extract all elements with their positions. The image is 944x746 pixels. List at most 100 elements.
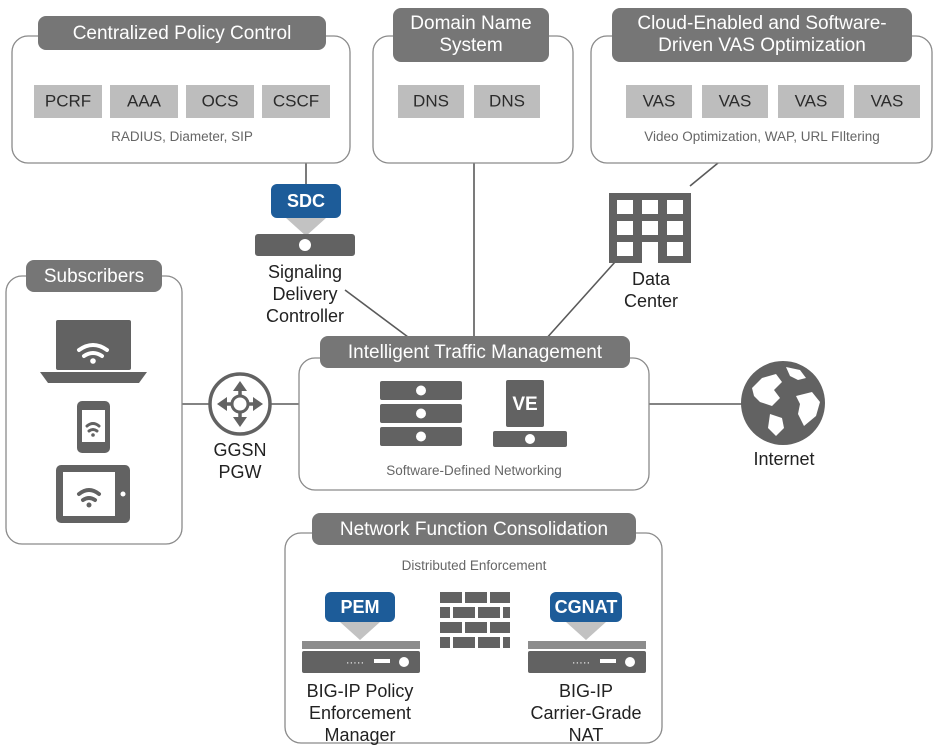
policy-chip-label: PCRF	[45, 91, 91, 110]
vas-title-line1: Cloud-Enabled and Software-	[637, 13, 886, 34]
sdc-pointer	[286, 218, 326, 236]
cgnat-device: CGNAT ····· BIG-IP Carrier-Grade NAT	[528, 592, 646, 745]
dns-title-line2: System	[439, 35, 502, 56]
policy-chip	[34, 85, 102, 118]
vas-chip-label: VAS	[795, 91, 828, 110]
policy-control-panel: Centralized Policy Control PCRF AAA OCS …	[11, 16, 351, 164]
ve-label: VE	[512, 394, 537, 415]
internet-node: Internet	[741, 361, 825, 469]
sdc-label-line: Signaling	[268, 262, 342, 282]
cgnat-pointer	[566, 622, 606, 640]
pem-badge	[325, 592, 395, 622]
dns-panel: Domain Name System DNS DNS	[372, 8, 574, 164]
pem-badge-label: PEM	[340, 597, 379, 617]
pem-label-line: Manager	[324, 725, 395, 745]
connector-datacenter-itm	[544, 261, 616, 341]
nfc-header	[312, 513, 636, 545]
vas-chip-label: VAS	[871, 91, 904, 110]
datacenter-window	[667, 242, 683, 256]
connector-sdc-itm	[344, 289, 413, 341]
cgnat-appliance-light	[625, 657, 635, 667]
dns-title-line1: Domain Name	[410, 13, 531, 34]
itm-title: Intelligent Traffic Management	[348, 342, 603, 363]
ggsn-node: GGSN PGW	[208, 372, 272, 482]
cgnat-appliance-dots: ·····	[572, 657, 590, 669]
globe-icon	[741, 361, 825, 445]
datacenter-window	[667, 200, 683, 214]
pem-appliance-icon	[302, 651, 420, 673]
pem-appliance-top	[302, 641, 420, 649]
itm-subtitle: Software-Defined Networking	[386, 463, 562, 478]
connectors	[182, 162, 742, 405]
itm-header	[320, 336, 630, 368]
datacenter-window	[617, 221, 633, 235]
datacenter-window	[642, 221, 658, 235]
dns-chip-label: DNS	[413, 91, 449, 110]
phone-icon	[77, 401, 110, 453]
datacenter-window	[617, 200, 633, 214]
firewall-icon	[440, 592, 510, 648]
datacenter-label-line: Center	[624, 291, 678, 311]
pem-appliance-dots: ·····	[346, 657, 364, 669]
vas-subtitle: Video Optimization, WAP, URL FIltering	[644, 129, 880, 144]
policy-chip	[110, 85, 178, 118]
policy-chip	[262, 85, 330, 118]
cgnat-appliance-icon	[528, 651, 646, 673]
vas-chip	[778, 85, 844, 118]
itm-panel: Intelligent Traffic Management VE Softwa…	[298, 336, 650, 491]
pem-appliance-slot	[374, 659, 390, 663]
datacenter-node: Data Center	[609, 193, 691, 311]
vas-chip	[626, 85, 692, 118]
dns-header	[393, 8, 549, 62]
cgnat-appliance-slot	[600, 659, 616, 663]
sdc-badge	[271, 184, 341, 218]
datacenter-window	[667, 221, 683, 235]
cgnat-label-line: BIG-IP	[559, 681, 613, 701]
vas-chip	[702, 85, 768, 118]
policy-control-subtitle: RADIUS, Diameter, SIP	[111, 129, 253, 144]
ggsn-label-line: PGW	[219, 462, 262, 482]
dns-chip	[398, 85, 464, 118]
nfc-title: Network Function Consolidation	[340, 519, 608, 540]
pem-label-line: BIG-IP Policy	[307, 681, 414, 701]
datacenter-door	[642, 242, 658, 263]
nfc-subtitle: Distributed Enforcement	[402, 558, 547, 573]
datacenter-window	[642, 200, 658, 214]
virtual-edition-icon: VE	[493, 380, 567, 447]
cgnat-appliance-top	[528, 641, 646, 649]
pem-label-line: Enforcement	[309, 703, 411, 723]
vas-header	[612, 8, 912, 62]
server-stack-icon	[380, 381, 462, 446]
vas-panel: Cloud-Enabled and Software- Driven VAS O…	[590, 8, 933, 164]
router-icon	[208, 372, 272, 436]
ggsn-label-line: GGSN	[213, 440, 266, 460]
vas-chip-label: VAS	[719, 91, 752, 110]
datacenter-window	[617, 242, 633, 256]
policy-chip-label: AAA	[127, 91, 162, 110]
nfc-panel: Network Function Consolidation Distribut…	[284, 513, 663, 745]
sdc-label-line: Controller	[266, 306, 344, 326]
dns-chip	[474, 85, 540, 118]
tablet-icon	[56, 465, 130, 523]
cgnat-badge-label: CGNAT	[555, 597, 618, 617]
sdc-badge-label: SDC	[287, 191, 325, 211]
subscribers-title: Subscribers	[44, 266, 144, 287]
pem-appliance-light	[399, 657, 409, 667]
connector-vas-datacenter	[689, 162, 719, 187]
pem-device: PEM ····· BIG-IP Policy Enforcement Mana…	[302, 592, 420, 745]
vas-chip-label: VAS	[643, 91, 676, 110]
subscribers-panel: Subscribers	[5, 260, 183, 545]
dns-chip-label: DNS	[489, 91, 525, 110]
policy-chip-label: OCS	[202, 91, 239, 110]
policy-chip	[186, 85, 254, 118]
cgnat-label-line: NAT	[569, 725, 604, 745]
cgnat-label-line: Carrier-Grade	[530, 703, 641, 723]
vas-chip	[854, 85, 920, 118]
cgnat-badge	[550, 592, 622, 622]
sdc-label-line: Delivery	[272, 284, 337, 304]
policy-control-header	[38, 16, 326, 50]
laptop-icon	[40, 320, 147, 383]
vas-title-line2: Driven VAS Optimization	[658, 35, 866, 56]
internet-label: Internet	[753, 449, 814, 469]
